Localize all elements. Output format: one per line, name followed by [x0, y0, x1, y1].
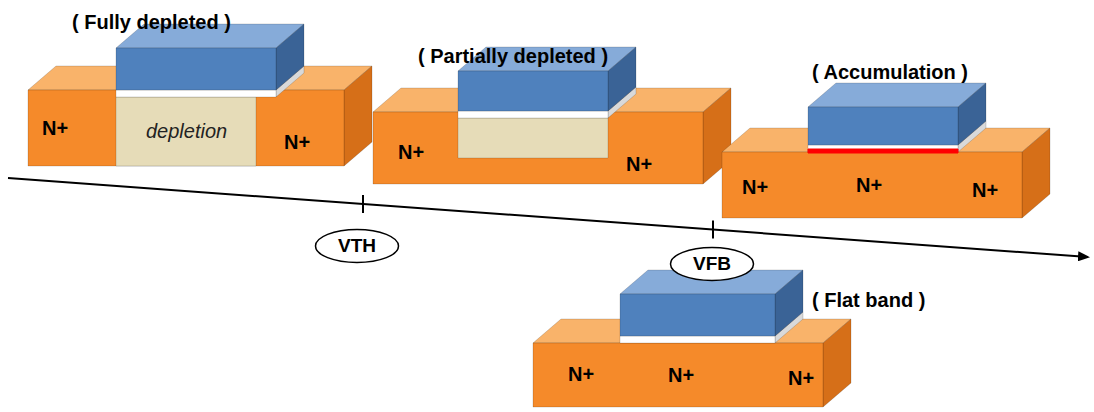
voltage-label: VTH — [314, 235, 400, 257]
gate-electrode-side — [276, 24, 304, 90]
n-plus-slab-front — [533, 343, 823, 407]
doping-label: N+ — [626, 152, 652, 176]
n-plus-slab-side — [344, 66, 372, 166]
n-plus-slab-side — [1022, 128, 1050, 218]
state-title: ( Accumulation ) — [812, 60, 968, 84]
gate-electrode-front — [458, 71, 608, 111]
n-plus-slab-front — [722, 152, 1022, 218]
voltage-axis — [8, 178, 1088, 257]
axis-tick — [712, 221, 714, 239]
doping-label: N+ — [668, 363, 694, 387]
gate-oxide-front — [458, 111, 608, 118]
voltage-ellipse: VFB — [669, 246, 755, 282]
doping-label: N+ — [742, 175, 768, 199]
gate-oxide-front — [808, 145, 958, 152]
state-title: ( Flat band ) — [812, 288, 925, 312]
axis-tick — [362, 195, 364, 213]
doping-label: N+ — [788, 366, 814, 390]
gate-electrode-front — [116, 48, 276, 90]
n-plus-slab-side — [823, 319, 851, 407]
doping-label: N+ — [284, 130, 310, 154]
gate-electrode-front — [620, 294, 775, 336]
gate-oxide-front — [620, 336, 775, 343]
doping-label: N+ — [398, 140, 424, 164]
gate-electrode-side — [775, 270, 803, 336]
voltage-label: VFB — [669, 253, 755, 275]
accumulation-layer — [808, 149, 958, 153]
gate-electrode-side — [608, 47, 636, 111]
doping-label: N+ — [972, 178, 998, 202]
doping-label: N+ — [42, 116, 68, 140]
n-plus-slab-front — [28, 90, 344, 166]
doping-label: N+ — [856, 173, 882, 197]
doping-label: N+ — [568, 362, 594, 386]
gate-oxide-front — [116, 90, 276, 97]
voltage-ellipse: VTH — [314, 228, 400, 264]
gate-electrode-side — [958, 83, 986, 145]
state-title: ( Partially depleted ) — [418, 44, 608, 68]
gate-electrode-top — [808, 83, 986, 107]
gate-electrode-front — [808, 107, 958, 145]
depletion-region — [116, 97, 256, 166]
depletion-region — [458, 118, 608, 158]
n-plus-slab-front — [373, 112, 703, 184]
region-label: depletion — [146, 119, 227, 143]
state-title: ( Fully depleted ) — [72, 10, 231, 34]
